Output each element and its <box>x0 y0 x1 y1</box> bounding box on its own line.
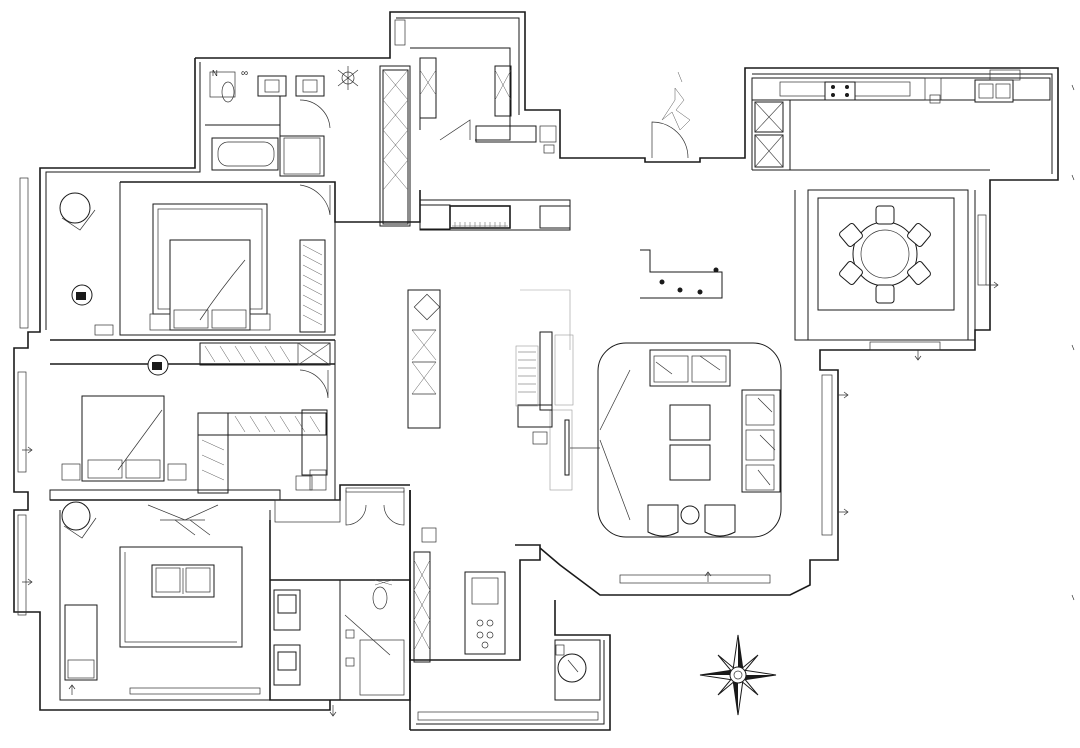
window-arrows <box>22 84 1075 717</box>
cooktop-icon <box>824 81 856 101</box>
bar-counter <box>640 249 723 299</box>
secondary-kitchen <box>345 487 601 701</box>
sink-icon <box>295 75 325 97</box>
sink-icon <box>277 651 297 671</box>
sink-icon <box>974 79 1014 103</box>
ceiling-fan-icon <box>337 66 359 90</box>
toilet-icon <box>221 81 235 103</box>
piano-icon <box>515 345 539 407</box>
sofa-icon <box>741 389 781 493</box>
top-bathroom: N ∞ <box>209 66 359 175</box>
armchair-icon <box>61 501 97 539</box>
dining <box>817 197 955 351</box>
study-area <box>407 249 723 445</box>
exterior-walls <box>13 11 1059 731</box>
sofa-icon <box>649 349 731 387</box>
dining-chair-icon <box>839 205 931 304</box>
compass-rose-icon <box>699 634 777 716</box>
living-room <box>549 342 782 538</box>
north-mark-label: N <box>212 69 218 78</box>
bottom-bathroom <box>273 579 405 696</box>
lounge-chair-icon <box>647 504 736 537</box>
toilet-icon <box>372 586 388 610</box>
lamp-icon <box>71 284 93 306</box>
coffee-table-icon <box>669 404 711 441</box>
master-bedroom <box>61 501 261 695</box>
bedroom-2 <box>61 369 329 494</box>
lamp-icon <box>147 354 169 376</box>
console-cabinets <box>419 204 571 230</box>
interior-walls <box>49 47 990 701</box>
main-entrance-door <box>651 71 691 159</box>
bedroom-1 <box>59 184 331 336</box>
corridor-wardrobe <box>147 342 331 376</box>
sink-icon <box>257 75 287 97</box>
bench-sofa-icon <box>151 564 215 598</box>
double-bed-icon <box>81 395 165 482</box>
kitchen <box>751 69 1051 168</box>
entry-closet <box>382 19 557 225</box>
armchair-icon <box>59 192 96 231</box>
wardrobe-1 <box>299 239 326 333</box>
bathtub-icon <box>211 137 279 171</box>
double-bed-icon <box>169 239 251 331</box>
coffee-table-icon <box>669 444 711 481</box>
refrigerator-icon <box>754 101 784 133</box>
washer-icon <box>557 653 587 683</box>
double-door <box>345 487 405 526</box>
sink-icon <box>277 594 297 614</box>
side-table-icon <box>680 505 700 525</box>
dimension-tick-label: ∞ <box>241 68 248 79</box>
round-dining-table-icon <box>852 221 918 287</box>
